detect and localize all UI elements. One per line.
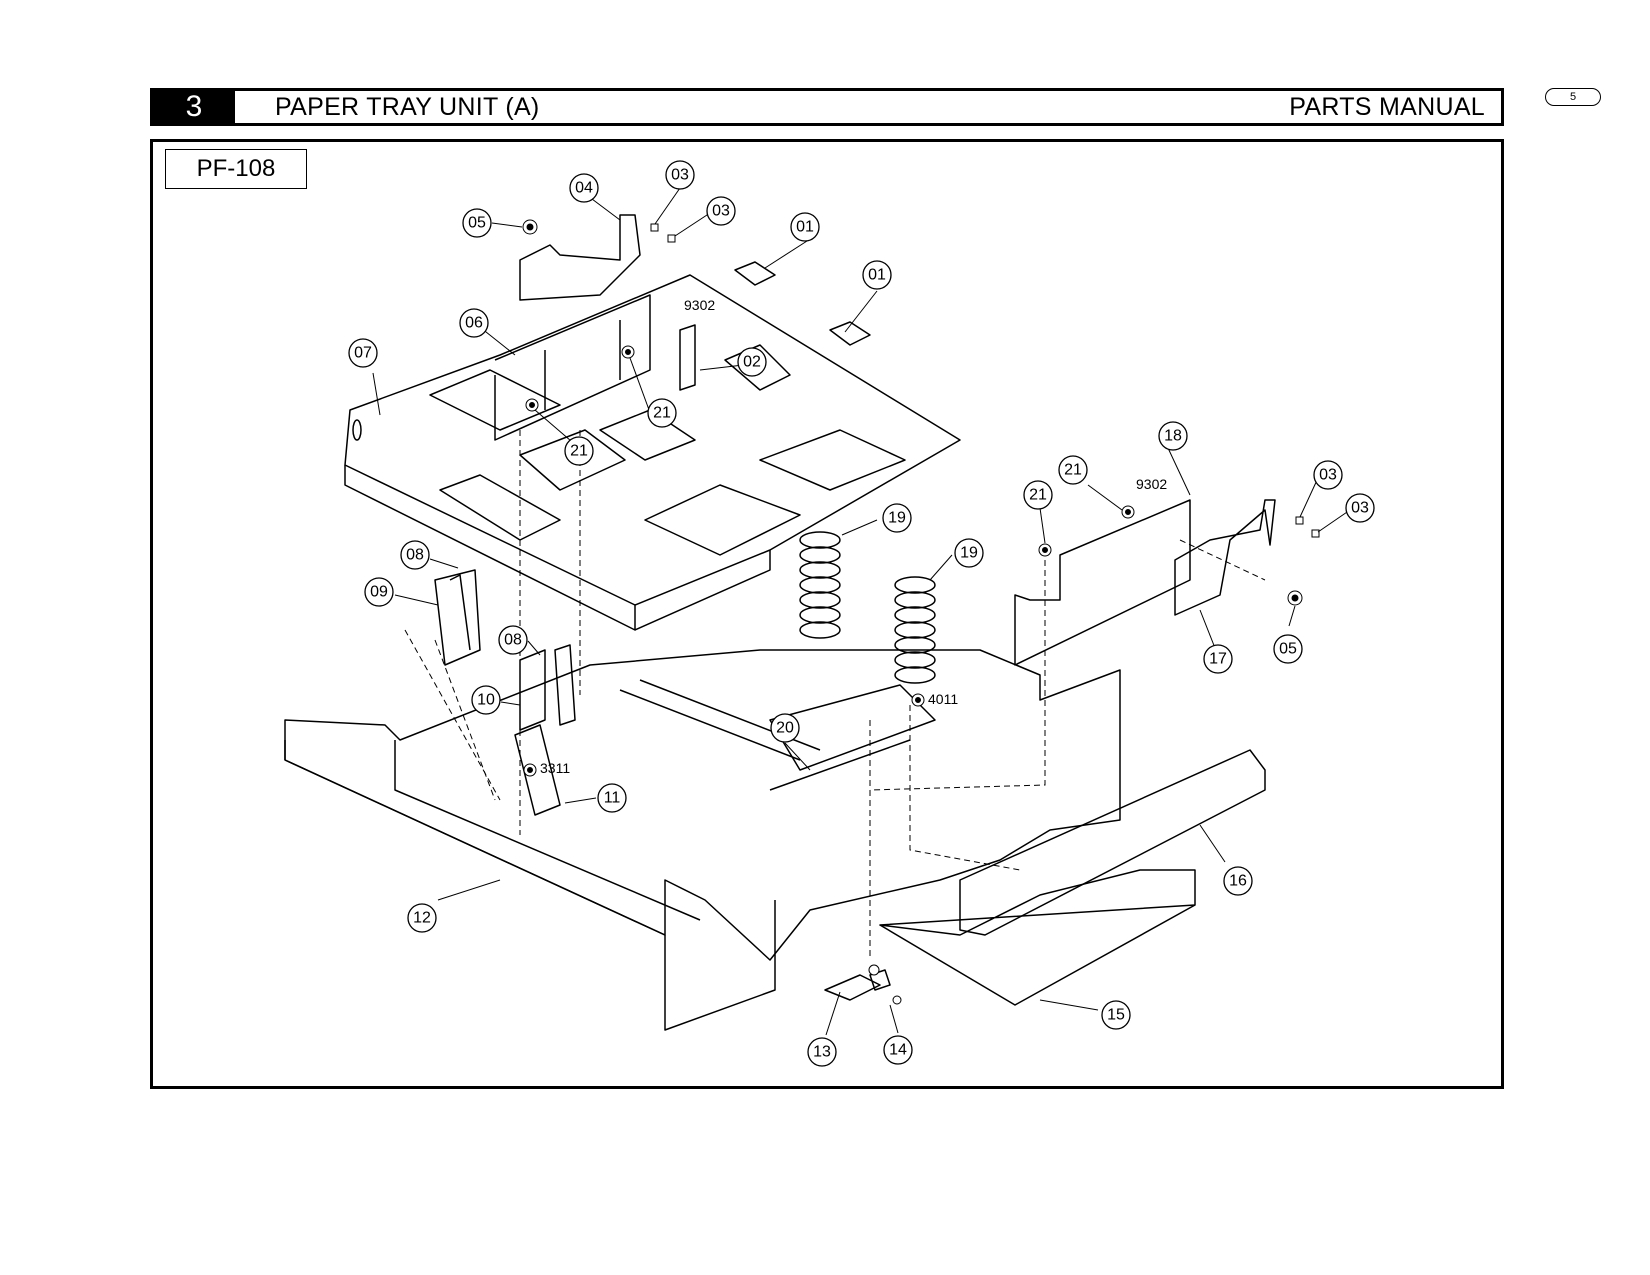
callout: 16: [1229, 873, 1247, 890]
callout: 03: [1351, 500, 1369, 517]
callout: 20: [776, 720, 794, 737]
callout: 07: [354, 345, 372, 362]
screw-code: 4011: [928, 691, 958, 707]
section-title: PAPER TRAY UNIT (A): [275, 92, 540, 121]
callout: 13: [813, 1044, 831, 1061]
callout: 02: [743, 354, 761, 371]
callout: 03: [1319, 467, 1337, 484]
callout: 05: [1279, 641, 1297, 658]
section-number: 3: [153, 90, 235, 123]
callout: 21: [1029, 487, 1047, 504]
screw-code: 3311: [540, 760, 570, 776]
callout: 11: [604, 790, 621, 807]
callout: 19: [888, 510, 906, 527]
section-header: 3 PAPER TRAY UNIT (A) PARTS MANUAL: [150, 88, 1504, 126]
callout: 05: [468, 215, 486, 232]
callout: 01: [796, 219, 814, 236]
callout: 01: [868, 267, 886, 284]
callout: 03: [712, 203, 730, 220]
page-number: 5: [1545, 88, 1601, 106]
callout: 17: [1209, 651, 1227, 668]
callout: 19: [960, 545, 978, 562]
callout: 21: [653, 405, 671, 422]
callout: 06: [465, 315, 483, 332]
callout: 10: [477, 692, 495, 709]
spring-left: [799, 531, 841, 639]
callout: 21: [570, 443, 588, 460]
tray-body-outline: [284, 649, 1121, 961]
callout: 15: [1107, 1007, 1125, 1024]
callout: 04: [575, 180, 593, 197]
diagram-frame: [150, 139, 1504, 1089]
callout: 08: [504, 632, 522, 649]
spring-right: [894, 576, 936, 684]
callout: 03: [671, 167, 689, 184]
callout: 21: [1064, 462, 1082, 479]
manual-title: PARTS MANUAL: [1289, 92, 1485, 121]
tray-plate-outline: [344, 274, 961, 606]
callout: 12: [413, 910, 431, 927]
screw-code: 9302: [684, 297, 715, 313]
callout: 08: [406, 547, 424, 564]
callout: 09: [370, 584, 388, 601]
callout: 18: [1164, 428, 1182, 445]
callout: 14: [889, 1042, 907, 1059]
handle-front: [959, 749, 1266, 936]
screw-code: 9302: [1136, 476, 1167, 492]
model-label: PF-108: [165, 149, 307, 189]
